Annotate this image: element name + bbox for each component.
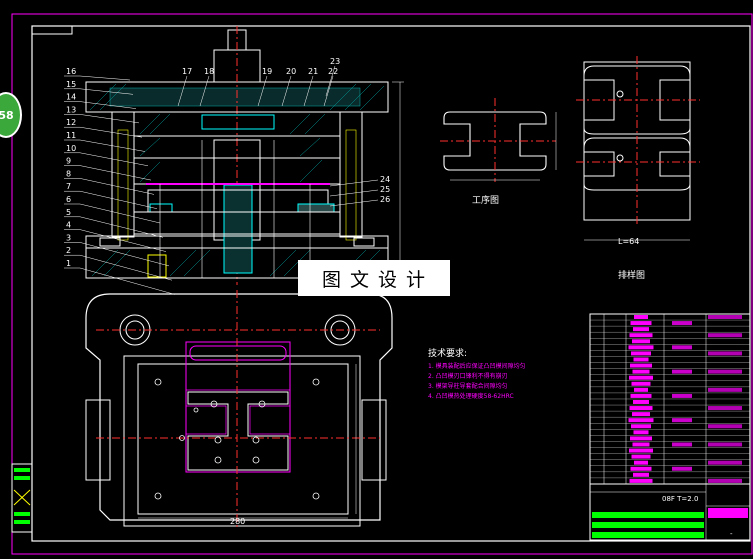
- part-label-15: 15: [66, 80, 76, 89]
- tech-item-3: 3. 模架导柱导套配合间隙均匀: [428, 382, 508, 390]
- tech-item-4: 4. 凸凹模热处理硬度58-62HRC: [428, 392, 514, 400]
- part-label-23: 23: [330, 57, 340, 66]
- part-label-16: 16: [66, 67, 76, 76]
- part-label-20: 20: [286, 67, 296, 76]
- part-label-2: 2: [66, 246, 71, 255]
- workpiece-view: 工序图: [440, 98, 557, 206]
- assembly-section-view: [85, 26, 404, 285]
- part-label-3: 3: [66, 233, 71, 242]
- side-legend: [11, 463, 33, 533]
- part-number-labels-left: 16 15 14 13 12 11 10 9 8 7 6 5 4 3 2 1: [64, 67, 176, 295]
- technical-requirements: 技术要求: 1. 模具装配后应保证凸凹模间隙均匀 2. 凸凹模刃口锋利不得有崩刃…: [428, 347, 526, 400]
- parts-list-table: [589, 313, 751, 485]
- workpiece-caption: 工序图: [472, 194, 499, 206]
- part-label-9: 9: [66, 157, 71, 166]
- part-label-5: 5: [66, 208, 71, 217]
- tech-title: 技术要求:: [428, 347, 467, 359]
- part-label-25: 25: [380, 185, 390, 194]
- part-label-13: 13: [66, 105, 76, 114]
- tech-item-1: 1. 模具装配后应保证凸凹模间隙均匀: [428, 362, 526, 370]
- part-label-8: 8: [66, 169, 71, 178]
- part-label-11: 11: [66, 131, 76, 140]
- outer-border: [11, 13, 753, 555]
- part-label-4: 4: [66, 221, 71, 230]
- part-label-24: 24: [380, 175, 390, 184]
- inner-border: [31, 25, 751, 542]
- part-label-26: 26: [380, 195, 390, 204]
- part-number-labels-top: 17181920212223: [177, 57, 340, 107]
- part-label-17: 17: [182, 67, 192, 76]
- part-label-19: 19: [262, 67, 272, 76]
- part-label-21: 21: [308, 67, 318, 76]
- corner-tab: [31, 25, 73, 35]
- part-label-6: 6: [66, 195, 71, 204]
- layout-caption: 排样图: [618, 269, 645, 281]
- tech-item-2: 2. 凸凹模刃口锋利不得有崩刃: [428, 372, 508, 380]
- part-label-10: 10: [66, 144, 76, 153]
- part-label-12: 12: [66, 118, 76, 127]
- part-label-7: 7: [66, 182, 71, 191]
- die-plan-view: 280: [85, 290, 393, 530]
- watermark-text: 图文设计: [321, 268, 434, 291]
- base-width-dimension: 280: [230, 517, 245, 526]
- stamp-mark: -: [730, 530, 733, 538]
- material-spec: 08F T=2.0: [662, 495, 698, 503]
- watermark: 图文设计: [298, 260, 450, 296]
- part-label-18: 18: [204, 67, 214, 76]
- part-label-1: 1: [66, 259, 71, 268]
- part-label-14: 14: [66, 93, 76, 102]
- title-block: 08F T=2.0 -: [589, 483, 751, 541]
- strip-layout-view: L=64 排样图: [576, 56, 700, 281]
- layout-width-dimension: L=64: [618, 237, 639, 246]
